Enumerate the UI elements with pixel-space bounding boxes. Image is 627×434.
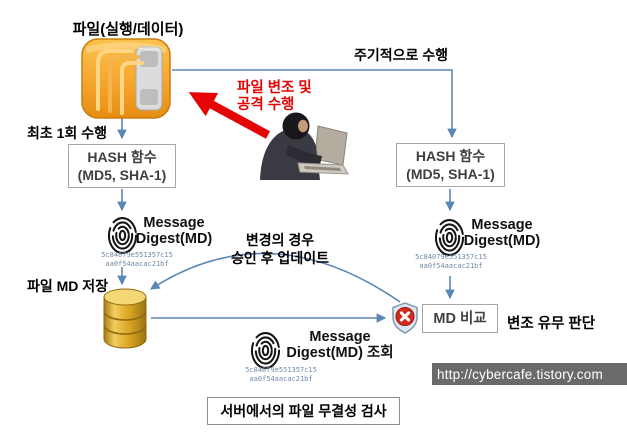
md-left-line1: Message bbox=[143, 215, 205, 231]
hash-value-bottom-line2: aa0f54aacac21bf bbox=[249, 375, 313, 383]
hash-box-left-line2: (MD5, SHA-1) bbox=[77, 167, 167, 183]
update-note-line1: 변경의 경우 bbox=[245, 232, 315, 248]
md-lookup-line2: Digest(MD) 조회 bbox=[286, 345, 394, 361]
update-note: 변경의 경우 승인 후 업데이트 bbox=[224, 231, 336, 267]
tamper-judgement-label: 변조 유무 판단 bbox=[507, 316, 596, 332]
file-stack-icon bbox=[80, 37, 172, 120]
md-right-line2: Digest(MD) bbox=[463, 233, 541, 249]
hash-value-right-line2: aa0f54aacac21bf bbox=[419, 262, 483, 270]
file-title: 파일(실행/데이터) bbox=[72, 21, 184, 38]
hash-value-bottom-line1: 5c84079e551357c15 bbox=[245, 366, 317, 374]
attack-arrow bbox=[188, 92, 271, 139]
attack-line1: 파일 변조 및 bbox=[237, 80, 312, 96]
update-note-line2: 승인 후 업데이트 bbox=[231, 250, 329, 266]
hash-value-bottom: 5c84079e551357c15 aa0f54aacac21bf bbox=[226, 366, 336, 384]
hash-value-right-line1: 5c84079e551357c15 bbox=[415, 253, 487, 261]
message-digest-lookup-label: Message Digest(MD) 조회 bbox=[281, 329, 399, 361]
md-left-line2: Digest(MD) bbox=[135, 231, 213, 247]
message-digest-label-right: Message Digest(MD) bbox=[458, 217, 546, 249]
shield-alert-icon bbox=[391, 302, 419, 339]
periodic-label: 주기적으로 수행 bbox=[354, 47, 449, 63]
hash-function-box-left: HASH 함수 (MD5, SHA-1) bbox=[68, 144, 176, 188]
database-icon bbox=[101, 287, 149, 355]
hash-box-right-line2: (MD5, SHA-1) bbox=[406, 166, 495, 182]
fingerprint-icon-bottom bbox=[250, 331, 281, 375]
caption-text: 서버에서의 파일 무결성 검사 bbox=[220, 403, 387, 419]
attack-line2: 공격 수행 bbox=[237, 97, 295, 113]
fingerprint-icon-right bbox=[434, 218, 465, 262]
hash-value-right: 5c84079e551357c15 aa0f54aacac21bf bbox=[396, 253, 506, 271]
caption-box: 서버에서의 파일 무결성 검사 bbox=[207, 397, 400, 425]
file-md-store-label: 파일 MD 저장 bbox=[27, 278, 109, 294]
hash-value-left: 5c84079e551357c15 aa0f54aacac21bf bbox=[82, 251, 192, 269]
hash-value-left-line2: aa0f54aacac21bf bbox=[105, 260, 169, 268]
arrow-update-curve bbox=[149, 252, 401, 303]
md-right-line1: Message bbox=[471, 217, 533, 233]
hash-box-left-line1: HASH 함수 bbox=[87, 149, 157, 165]
message-digest-label-left: Message Digest(MD) bbox=[130, 215, 218, 247]
arrow-file-to-hash-right bbox=[172, 69, 457, 139]
watermark-url: http://cybercafe.tistory.com bbox=[432, 363, 627, 385]
md-compare-box: MD 비교 bbox=[422, 304, 498, 333]
md-lookup-line1: Message bbox=[309, 329, 371, 345]
attack-label: 파일 변조 및 공격 수행 bbox=[237, 80, 312, 114]
hash-value-left-line1: 5c84079e551357c15 bbox=[101, 251, 173, 259]
md-compare-label: MD 비교 bbox=[433, 310, 487, 327]
fingerprint-icon-left bbox=[107, 216, 138, 260]
first-run-label: 최초 1회 수행 bbox=[27, 125, 107, 141]
hacker-image bbox=[258, 110, 353, 187]
hash-function-box-right: HASH 함수 (MD5, SHA-1) bbox=[396, 143, 505, 187]
hash-box-right-line1: HASH 함수 bbox=[415, 148, 486, 164]
